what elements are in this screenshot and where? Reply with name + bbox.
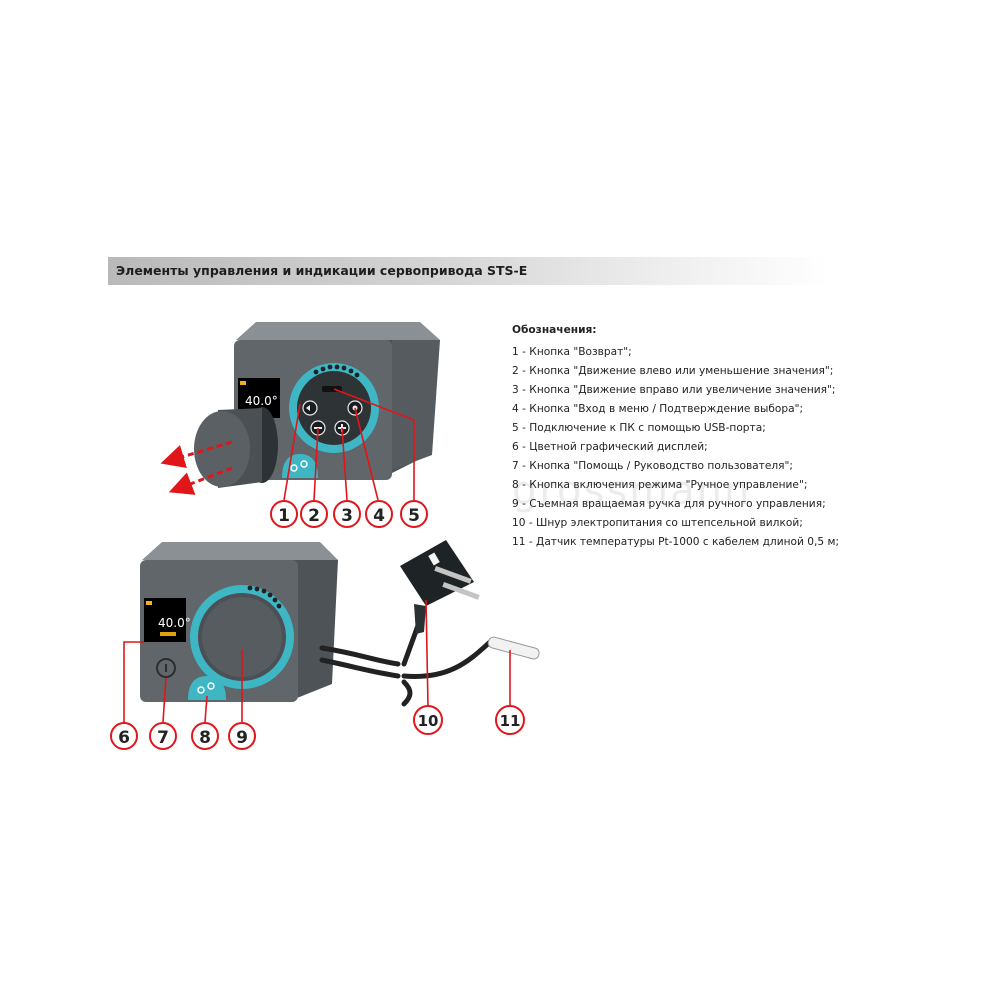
- top-housing-side-panel: [392, 340, 440, 470]
- callouts: 1 2 3 4 5 6 7 8: [110, 500, 525, 750]
- back-arrow-icon: [306, 405, 310, 411]
- callout-6-label: 6: [118, 728, 130, 748]
- info-icon: [165, 664, 167, 672]
- callout-2: 2: [300, 500, 328, 528]
- legend-item-4: 4 - Кнопка "Вход в меню / Подтверждение …: [512, 403, 804, 415]
- top-display-temp: 40.0°: [245, 394, 278, 408]
- callout-7-label: 7: [157, 728, 169, 748]
- legend-item-10: 10 - Шнур электропитания со штепсельной …: [512, 517, 803, 529]
- legend-item-5: 5 - Подключение к ПК с помощью USB-порта…: [512, 422, 766, 434]
- power-plug: [400, 540, 480, 634]
- knob-face: [202, 597, 282, 677]
- top-leader-lines: [283, 388, 415, 501]
- bottom-manual-icon-a: [197, 686, 205, 694]
- removed-knob[interactable]: [194, 411, 250, 487]
- legend-item-6: 6 - Цветной графический дисплей;: [512, 441, 708, 453]
- header-title: Элементы управления и индикации сервопри…: [116, 263, 528, 278]
- callout-8: 8: [191, 722, 219, 750]
- watermark: grossmann: [512, 468, 752, 514]
- manual-mode-icon-a: [290, 464, 298, 472]
- legend: Обозначения: 1 - Кнопка "Возврат"; 2 - К…: [512, 321, 952, 552]
- legend-item-2: 2 - Кнопка "Движение влево или уменьшени…: [512, 365, 834, 377]
- callout-3: 3: [333, 500, 361, 528]
- legend-title: Обозначения:: [512, 324, 597, 336]
- callout-11: 11: [495, 705, 525, 735]
- callout-6: 6: [110, 722, 138, 750]
- top-display-indicator: [240, 381, 246, 385]
- bottom-housing-side: [292, 560, 338, 700]
- bottom-leader-lines: [123, 599, 511, 723]
- callout-11-label: 11: [500, 712, 521, 730]
- callout-10-label: 10: [418, 712, 439, 730]
- arrow-removal-upper: [160, 440, 233, 469]
- callout-4: 4: [365, 500, 393, 528]
- bottom-housing-top: [142, 542, 338, 560]
- header-bar: Элементы управления и индикации сервопри…: [108, 257, 828, 285]
- bottom-led-dots: [247, 585, 282, 609]
- legend-item-7: 7 - Кнопка "Помощь / Руководство пользов…: [512, 460, 793, 472]
- bottom-display-indicator: [146, 601, 152, 605]
- top-housing-top: [236, 322, 440, 340]
- bottom-display-subline: [160, 632, 176, 636]
- callout-8-label: 8: [199, 728, 211, 748]
- legend-item-11: 11 - Датчик температуры Pt-1000 с кабеле…: [512, 536, 840, 548]
- bottom-manual-mode-button[interactable]: [188, 676, 226, 700]
- legend-item-3: 3 - Кнопка "Движение вправо или увеличен…: [512, 384, 836, 396]
- bottom-actuator: 40.0°: [140, 542, 338, 702]
- top-actuator: 40.0°: [160, 322, 440, 495]
- callout-1-label: 1: [278, 506, 290, 526]
- legend-item-8: 8 - Кнопка включения режима "Ручное упра…: [512, 479, 808, 491]
- callout-10: 10: [413, 705, 443, 735]
- cables: [319, 617, 493, 707]
- bottom-manual-icon-b: [207, 682, 215, 690]
- temperature-sensor: [487, 636, 540, 660]
- callout-7: 7: [149, 722, 177, 750]
- callout-2-label: 2: [308, 506, 320, 526]
- legend-item-9: 9 - Съемная вращаемая ручка для ручного …: [512, 498, 826, 510]
- top-led-dots: [313, 364, 360, 378]
- callout-5-label: 5: [408, 506, 420, 526]
- manual-mode-icon-b: [300, 460, 308, 468]
- help-button[interactable]: [156, 658, 176, 678]
- callout-5: 5: [400, 500, 428, 528]
- bottom-display-temp: 40.0°: [158, 616, 191, 630]
- callout-3-label: 3: [341, 506, 353, 526]
- callout-1: 1: [270, 500, 298, 528]
- callout-4-label: 4: [373, 506, 385, 526]
- legend-item-1: 1 - Кнопка "Возврат";: [512, 346, 632, 358]
- callout-9-label: 9: [236, 728, 248, 748]
- callout-9: 9: [228, 722, 256, 750]
